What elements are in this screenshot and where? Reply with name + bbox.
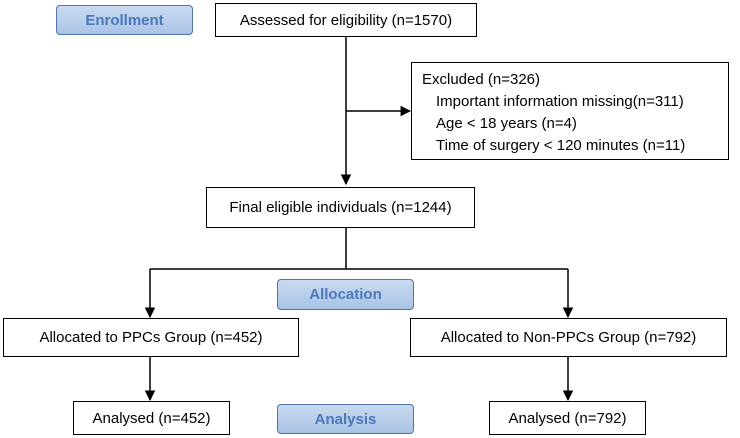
analysed-non-ppcs-box: Analysed (n=792) (489, 401, 646, 435)
excluded-item-surgery-time: Time of surgery < 120 minutes (n=11) (436, 137, 686, 154)
final-eligible-box: Final eligible individuals (n=1244) (206, 187, 475, 228)
phase-analysis: Analysis (277, 404, 414, 434)
assessed-box: Assessed for eligibility (n=1570) (215, 3, 477, 37)
phase-allocation: Allocation (277, 279, 414, 310)
analysed-ppcs-box: Analysed (n=452) (73, 401, 230, 435)
allocated-ppcs-box: Allocated to PPCs Group (n=452) (3, 318, 299, 357)
phase-enrollment: Enrollment (56, 5, 193, 35)
allocated-non-ppcs-box: Allocated to Non-PPCs Group (n=792) (410, 318, 727, 357)
excluded-box: Excluded (n=326) Important information m… (411, 62, 729, 160)
excluded-item-age: Age < 18 years (n=4) (436, 115, 577, 132)
excluded-title: Excluded (n=326) (422, 71, 540, 88)
excluded-item-missing: Important information missing(n=311) (436, 93, 684, 110)
